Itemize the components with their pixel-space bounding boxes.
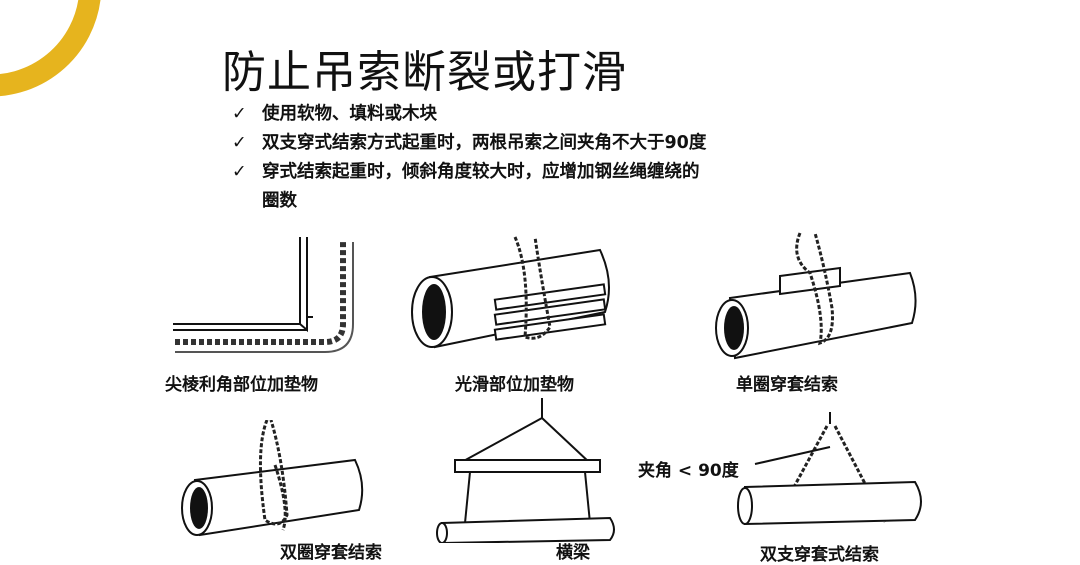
bullet-text-continued: 圈数 [262, 191, 297, 211]
decorative-arc [0, 0, 101, 97]
spreader-beam-illustration [436, 398, 615, 543]
caption-double-leg: 双支穿套式结索 [760, 545, 879, 565]
caption-smooth-part: 光滑部位加垫物 [455, 375, 574, 395]
smooth-tube-illustration [411, 236, 610, 349]
bullet-text: 使用软物、填料或木块 [262, 104, 437, 124]
angle-label: 夹角 < 90度 [638, 461, 739, 481]
double-loop-illustration [181, 420, 364, 537]
sharp-edge-illustration [173, 237, 354, 353]
check-icon: ✓ [232, 104, 247, 124]
page-title: 防止吊索断裂或打滑 [222, 47, 627, 98]
check-icon: ✓ [232, 162, 247, 182]
caption-single-loop: 单圈穿套结索 [736, 375, 838, 395]
bullet-text: 双支穿式结索方式起重时，两根吊索之间夹角不大于90度 [262, 133, 707, 153]
bullet-list: ✓ 使用软物、填料或木块 ✓ 双支穿式结索方式起重时，两根吊索之间夹角不大于90… [232, 100, 706, 216]
bullet-item: ✓ 双支穿式结索方式起重时，两根吊索之间夹角不大于90度 [232, 129, 706, 158]
caption-double-loop: 双圈穿套结索 [280, 543, 382, 563]
caption-sharp-edge: 尖棱利角部位加垫物 [165, 375, 318, 395]
double-leg-illustration [737, 412, 922, 526]
bullet-item: ✓ 穿式结索起重时，倾斜角度较大时，应增加钢丝绳缠绕的 圈数 [232, 158, 706, 216]
check-icon: ✓ [232, 133, 247, 153]
bullet-text: 穿式结索起重时，倾斜角度较大时，应增加钢丝绳缠绕的 [262, 162, 700, 182]
caption-beam: 横梁 [556, 543, 590, 563]
bullet-item: ✓ 使用软物、填料或木块 [232, 100, 706, 129]
single-loop-illustration [715, 232, 917, 360]
